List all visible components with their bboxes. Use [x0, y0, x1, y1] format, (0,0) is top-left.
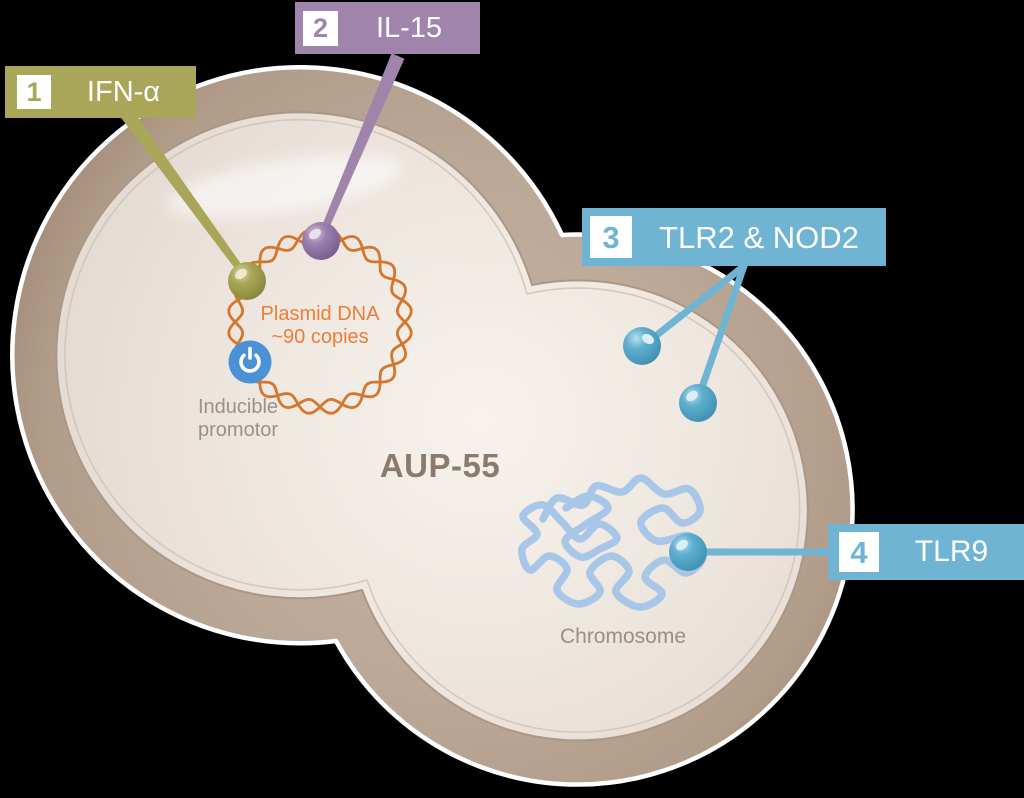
- callout-label-2: IL-15: [375, 11, 443, 44]
- leader-line-2: [316, 53, 405, 242]
- callout-number-2: 2: [303, 10, 338, 46]
- promoter-label-line2: promotor: [198, 419, 279, 441]
- callout-2: 2 IL-15: [295, 2, 480, 54]
- plasmid-caption: Plasmid DNA ~90 copies: [238, 303, 402, 349]
- callout-label-4: TLR9: [914, 535, 989, 568]
- callout-number-1: 1: [17, 75, 51, 109]
- cell-highlight: [168, 154, 402, 218]
- callout-3: 3 TLR2 & NOD2: [582, 208, 886, 266]
- callout-label-3: TLR2 & NOD2: [659, 219, 859, 255]
- ifn-alpha-ball: [228, 262, 266, 300]
- callout-number-4: 4: [839, 532, 879, 572]
- callout-4: 4 TLR9: [828, 524, 1024, 580]
- chromosome-label: Chromosome: [559, 625, 687, 648]
- callout-label-1: IFN-α: [86, 75, 161, 108]
- il15-ball: [302, 222, 340, 260]
- plasmid-caption-line2: ~90 copies: [271, 326, 369, 348]
- promoter-label-line1: Inducible: [198, 396, 279, 418]
- plasmid-strand-b: [227, 229, 413, 415]
- callout-1: 1 IFN-α: [5, 66, 196, 118]
- tlr2-nod2-ball-2: [679, 384, 717, 422]
- chromosome-tangle: [518, 474, 707, 611]
- tlr9-ball: [669, 533, 707, 571]
- leader-line-1: [121, 109, 251, 283]
- power-icon: [228, 340, 272, 384]
- cell-membrane-inner-line: [64, 118, 801, 733]
- cell-name: AUP-55: [379, 447, 501, 484]
- tlr2-nod2-ball-1: [623, 327, 661, 365]
- leader-line-3b: [693, 262, 748, 406]
- promoter-label: Inducible promotor: [198, 396, 278, 442]
- callout-number-3: 3: [590, 216, 632, 258]
- plasmid-caption-line1: Plasmid DNA: [260, 303, 380, 325]
- leader-line-3a: [639, 262, 748, 350]
